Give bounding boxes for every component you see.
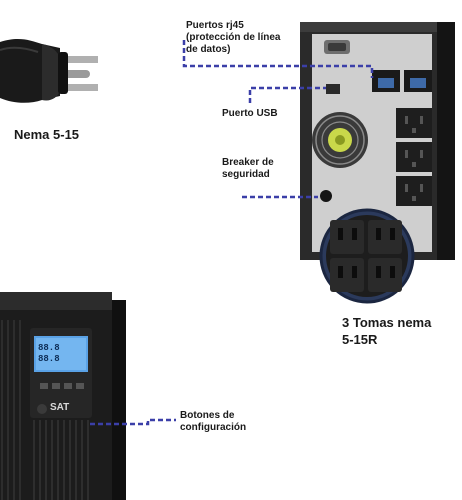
outlet-icon — [396, 108, 432, 138]
brand-logo: SAT — [50, 402, 70, 413]
power-plug-image — [0, 38, 98, 103]
plug-prong-top-icon — [68, 56, 98, 63]
usb-label: Puerto USB — [222, 108, 278, 119]
lcd-readout: 88.8 88.8 — [38, 343, 88, 365]
plug-label: Nema 5-15 — [14, 127, 80, 142]
breaker-icon — [320, 190, 332, 202]
breaker-label: Breaker de seguridad — [222, 157, 274, 180]
rj45-label: Puertos rj45 (protección de línea de dat… — [186, 20, 281, 55]
plug-prong-bottom-icon — [68, 84, 98, 91]
lcd-readout-1: 88.8 — [38, 343, 60, 353]
lcd-readout-2: 88.8 — [38, 354, 60, 364]
callout-lines — [90, 40, 374, 426]
ups-front-image — [0, 292, 126, 500]
config-button-icon — [40, 383, 48, 389]
brand-logo-icon — [37, 404, 47, 414]
config-button-icon — [76, 383, 84, 389]
config-button-icon — [52, 383, 60, 389]
outlet-icon — [396, 176, 432, 206]
usb-port-icon — [326, 84, 340, 94]
outlet-icon — [396, 142, 432, 172]
config-button-icon — [64, 383, 72, 389]
plug-ground-pin-icon — [68, 70, 90, 78]
outlets-zoom-image — [319, 208, 415, 304]
buttons-label: Botones de configuración — [180, 410, 247, 433]
outlets-label: 3 Tomas nema 5-15R — [342, 315, 432, 347]
